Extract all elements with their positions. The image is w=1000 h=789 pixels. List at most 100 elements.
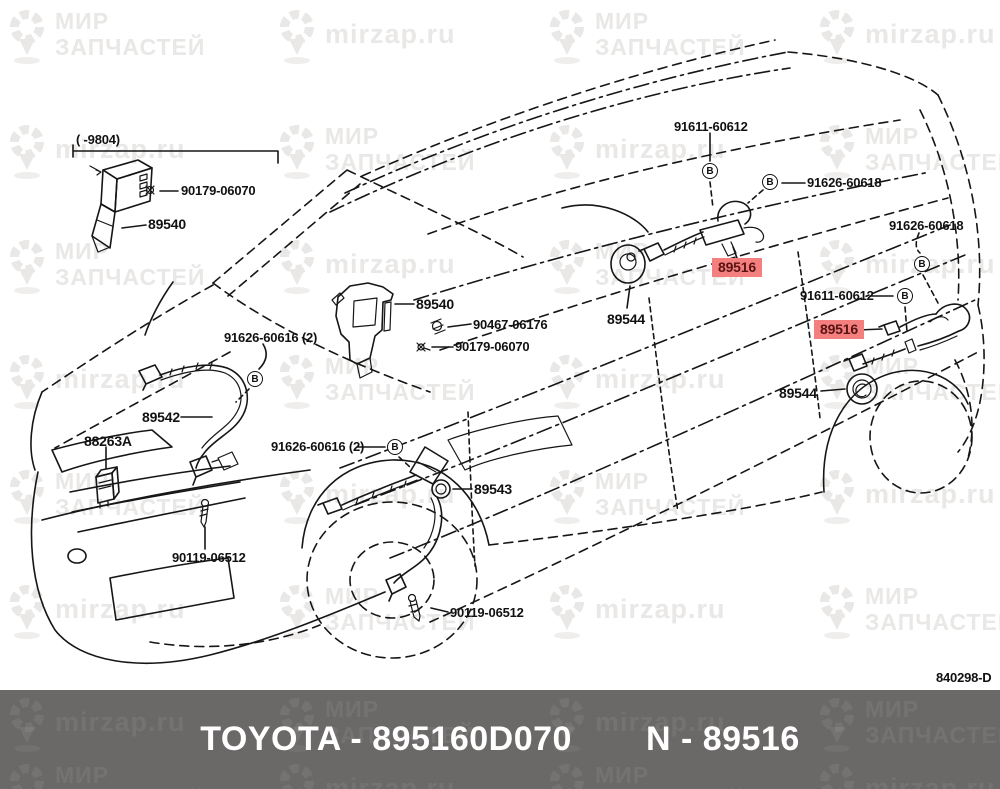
map-pin-icon bbox=[550, 470, 584, 524]
callout-89542: 89542 bbox=[142, 409, 180, 425]
map-pin-icon bbox=[280, 764, 314, 789]
part-bracket-89540 bbox=[331, 282, 446, 379]
map-pin-icon bbox=[820, 10, 854, 64]
map-pin-icon bbox=[280, 585, 314, 639]
map-pin-icon bbox=[280, 470, 314, 524]
watermark: mirzap.ru bbox=[818, 762, 996, 789]
callout-applicability-range: ( -9804) bbox=[76, 132, 120, 147]
fastener-marker-b-5: B bbox=[914, 256, 930, 272]
leader-lines bbox=[72, 132, 939, 613]
map-pin-icon bbox=[820, 698, 854, 752]
callout-89540: 89540 bbox=[416, 296, 454, 312]
callout-91626-60616-b: 91626-60616 (2) bbox=[271, 439, 365, 454]
callout-90179-06070-b: 90179-06070 bbox=[455, 339, 530, 354]
callout-90119-06512-a: 90119-06512 bbox=[172, 550, 246, 565]
map-pin-icon bbox=[550, 698, 584, 752]
map-pin-icon bbox=[10, 764, 44, 789]
watermark: mirzap.ru bbox=[8, 583, 186, 640]
figure-reference-code: 840298-D bbox=[936, 670, 992, 685]
part-number-banner: TOYOTA - 895160D070 N - 89516 mirzap.ru … bbox=[0, 690, 1000, 789]
watermark: mirzap.ru bbox=[548, 123, 726, 180]
car-body bbox=[30, 39, 985, 664]
map-pin-icon bbox=[820, 125, 854, 179]
callout-88263a: 88263A bbox=[84, 433, 132, 449]
banner-brand-part-number: TOYOTA - 895160D070 bbox=[200, 720, 572, 758]
part-grommet-89544-left bbox=[610, 244, 646, 284]
callout-91626-60616-a: 91626-60616 (2) bbox=[224, 330, 318, 345]
map-pin-icon bbox=[550, 125, 584, 179]
map-pin-icon bbox=[550, 240, 584, 294]
watermark: mirzap.ru bbox=[278, 762, 456, 789]
part-grommet-89544-right bbox=[846, 373, 878, 405]
part-sensor-89543 bbox=[317, 446, 451, 602]
banner-part-group-number: N - 89516 bbox=[645, 720, 800, 758]
callout-89540-early: 89540 bbox=[148, 216, 186, 232]
map-pin-icon bbox=[10, 240, 44, 294]
map-pin-icon bbox=[280, 698, 314, 752]
callout-90119-06512-b: 90119-06512 bbox=[450, 605, 524, 620]
map-pin-icon bbox=[280, 355, 314, 409]
fastener-marker-b-3: B bbox=[702, 163, 718, 179]
part-sensor-89516-right bbox=[843, 303, 971, 372]
callout-89544-right: 89544 bbox=[779, 385, 817, 401]
callout-91611-60612-b: 91611-60612 bbox=[800, 288, 874, 303]
map-pin-icon bbox=[10, 125, 44, 179]
part-sensor-89542 bbox=[138, 362, 248, 486]
callout-89544-left: 89544 bbox=[607, 311, 645, 327]
part-ecu-89540-early bbox=[89, 159, 155, 253]
map-pin-icon bbox=[550, 10, 584, 64]
callout-91626-60618-b: 91626-60618 bbox=[889, 218, 964, 233]
map-pin-icon bbox=[280, 125, 314, 179]
map-pin-icon bbox=[280, 10, 314, 64]
watermark: mirzap.ru bbox=[278, 238, 456, 295]
map-pin-icon bbox=[820, 240, 854, 294]
watermark: mirzap.ru bbox=[278, 8, 456, 65]
map-pin-icon bbox=[550, 585, 584, 639]
callout-90179-06070-a: 90179-06070 bbox=[181, 183, 256, 198]
map-pin-icon bbox=[10, 470, 44, 524]
map-pin-icon bbox=[10, 585, 44, 639]
map-pin-icon bbox=[10, 355, 44, 409]
callout-91611-60612-a: 91611-60612 bbox=[674, 119, 748, 134]
watermark: mirzap.ru bbox=[8, 123, 186, 180]
callout-91626-60618-a: 91626-60618 bbox=[807, 175, 882, 190]
watermark: mirzap.ru bbox=[548, 696, 726, 753]
vehicle-parts-diagram bbox=[30, 39, 985, 664]
fastener-marker-b-1: B bbox=[247, 371, 263, 387]
map-pin-icon bbox=[820, 585, 854, 639]
watermark: mirzap.ru bbox=[8, 696, 186, 753]
callout-89516-left-highlighted: 89516 bbox=[712, 258, 762, 277]
map-pin-icon bbox=[820, 764, 854, 789]
watermark: mirzap.ru bbox=[548, 583, 726, 640]
rear-wheel bbox=[822, 359, 973, 494]
callout-89516-right-highlighted: 89516 bbox=[814, 320, 864, 339]
map-pin-icon bbox=[10, 698, 44, 752]
callout-90467-06176: 90467-06176 bbox=[473, 317, 548, 332]
callout-89543: 89543 bbox=[474, 481, 512, 497]
part-sensor-89516-left bbox=[638, 200, 765, 262]
front-wheel bbox=[301, 459, 823, 659]
map-pin-icon bbox=[280, 240, 314, 294]
fastener-marker-b-2: B bbox=[387, 439, 403, 455]
map-pin-icon bbox=[550, 764, 584, 789]
fastener-marker-b-4: B bbox=[762, 174, 778, 190]
fastener-bolts bbox=[199, 498, 421, 622]
watermark: mirzap.ru bbox=[818, 8, 996, 65]
fastener-marker-b-6: B bbox=[897, 288, 913, 304]
map-pin-icon bbox=[550, 355, 584, 409]
part-relay-88263a bbox=[95, 466, 120, 509]
